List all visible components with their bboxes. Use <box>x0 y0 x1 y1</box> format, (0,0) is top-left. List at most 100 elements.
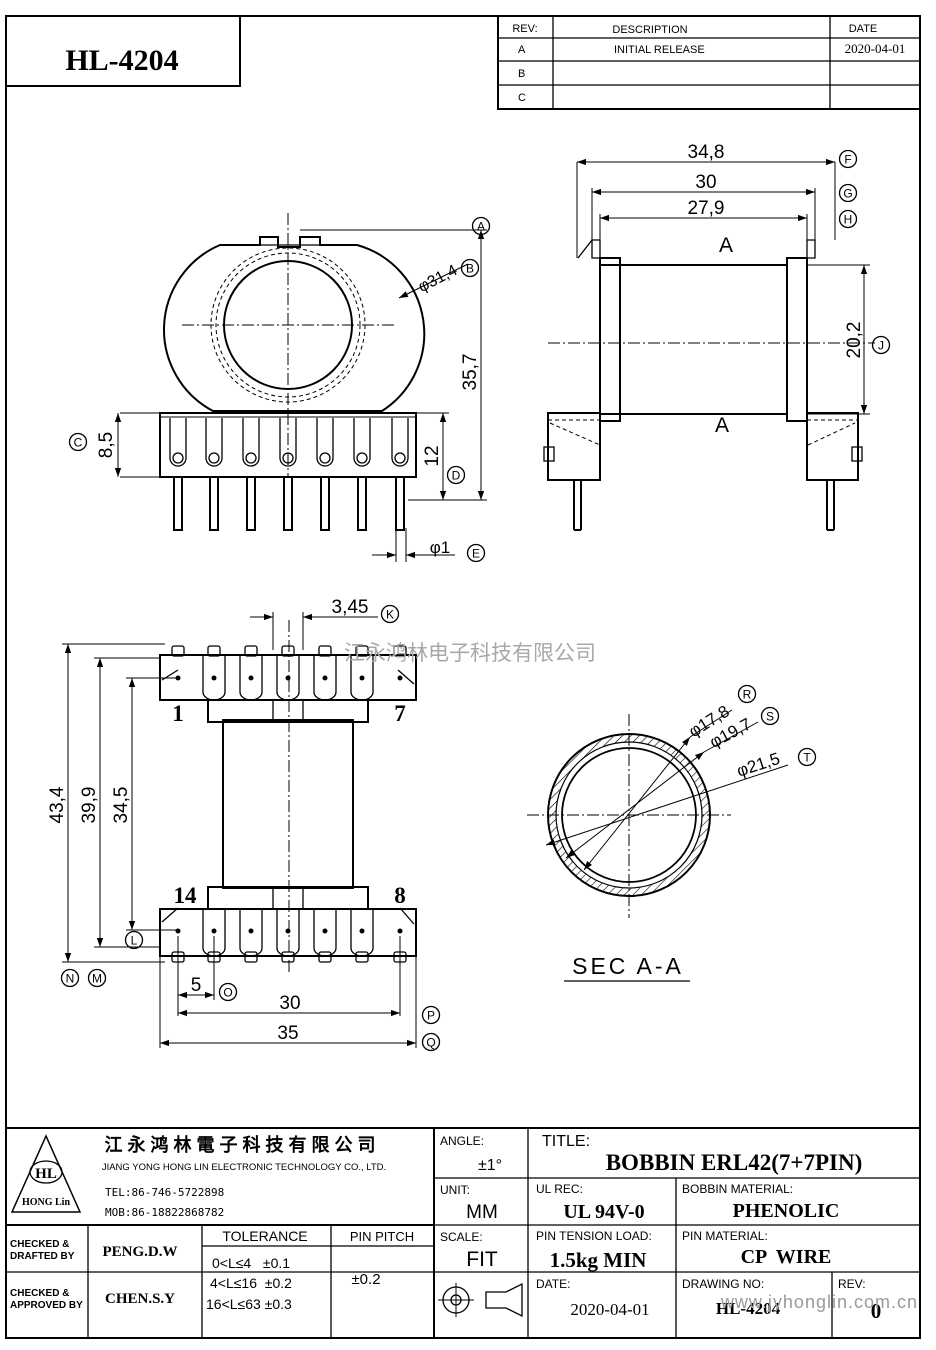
callout-letter: H <box>844 213 853 227</box>
callout-b: B <box>460 258 480 278</box>
callout-letter: D <box>452 469 461 483</box>
callout-k: K <box>380 604 400 624</box>
dim-bottom-overall: 43,4 <box>47 786 68 823</box>
callout-letter: S <box>766 710 774 724</box>
company-watermark: 江永鸿林电子科技有限公司 <box>344 642 596 665</box>
bobbin-material-value: PHENOLIC <box>733 1200 840 1222</box>
callout-letter: A <box>477 220 485 234</box>
callout-p: P <box>421 1005 441 1025</box>
callout-letter: B <box>466 262 474 276</box>
callout-f: F <box>838 149 858 169</box>
rev-row-a-description: INITIAL RELEASE <box>614 44 705 56</box>
front-pin <box>316 418 334 531</box>
tolerance-label: TOLERANCE <box>222 1228 307 1244</box>
bottom-pin <box>393 645 407 681</box>
pin-number-1: 1 <box>172 701 184 726</box>
pin-material-value: CP WIRE <box>741 1246 832 1268</box>
company-logo: HL HONG Lin <box>10 1134 82 1213</box>
checked-approved-label: CHECKED &APPROVED BY <box>10 1288 83 1311</box>
ul-value: UL 94V-0 <box>563 1201 644 1223</box>
rev-label: REV: <box>838 1277 866 1291</box>
dim-front-diameter: φ31,4 <box>416 262 461 296</box>
callout-letter: E <box>472 547 480 561</box>
checked-drafted-label: CHECKED &DRAFTED BY <box>10 1239 75 1262</box>
callout-l: L <box>124 930 144 950</box>
revision-table: REV: DESCRIPTION DATE A INITIAL RELEASE … <box>497 15 921 110</box>
callout-letter: C <box>74 436 83 450</box>
rev-row-a: A <box>518 44 526 56</box>
dim-pin-diameter: φ1 <box>430 538 450 557</box>
bobbin-material-label: BOBBIN MATERIAL: <box>682 1182 793 1196</box>
scale-label: SCALE: <box>440 1230 483 1244</box>
company-tel: TEL:86-746-5722898 <box>105 1186 224 1199</box>
section-label: SEC A-A <box>572 953 684 979</box>
section-mark-bottom: A <box>715 414 729 437</box>
callout-letter: G <box>843 187 852 201</box>
dim-pin-width: 3,45 <box>332 597 369 618</box>
pin-number-7: 7 <box>394 701 406 726</box>
drawing-title: BOBBIN ERL42(7+7PIN) <box>606 1150 863 1175</box>
callout-j: J <box>871 335 891 355</box>
callout-h: H <box>838 209 858 229</box>
dim-section-d3: φ21,5 <box>734 749 782 781</box>
callout-r: R <box>737 684 757 704</box>
site-watermark: www.jyhonglin.com.cn <box>720 1292 918 1312</box>
callout-letter: K <box>386 608 394 622</box>
callout-a: A <box>471 216 491 236</box>
callout-letter: P <box>427 1009 435 1023</box>
pin-tension-value: 1.5kg MIN <box>550 1248 647 1272</box>
rev-header: REV: <box>512 23 537 35</box>
callout-letter: R <box>743 688 752 702</box>
tolerance-row-2: 4<L≤16 ±0.2 <box>210 1275 292 1291</box>
front-view-pins <box>169 418 409 531</box>
bottom-pin <box>276 909 300 963</box>
front-pin <box>205 418 223 531</box>
dim-bottom-width: 35 <box>277 1023 298 1044</box>
dim-side-overall: 34,8 <box>688 142 725 163</box>
dim-side-flange: 30 <box>695 172 716 193</box>
callout-letter: J <box>878 339 884 353</box>
front-pin <box>169 418 187 531</box>
callout-letter: O <box>223 986 232 1000</box>
dim-side-winding: 27,9 <box>688 198 725 219</box>
front-view: 35,7 12 8,5 φ31,4 φ1 <box>96 213 487 562</box>
section-mark-top: A <box>719 234 733 257</box>
callout-letter: L <box>131 934 138 948</box>
drafted-by-name: PENG.D.W <box>103 1244 178 1260</box>
rev-row-c: C <box>518 92 526 104</box>
drawing-no-label: DRAWING NO: <box>682 1277 764 1291</box>
tolerance-row-3: 16<L≤63 ±0.3 <box>206 1296 292 1312</box>
company-name-cn: 江 永 鸿 林 電 子 科 技 有 限 公 司 <box>104 1134 375 1155</box>
bottom-pin <box>350 909 374 963</box>
callout-g: G <box>838 183 858 203</box>
date-value: 2020-04-01 <box>570 1300 649 1319</box>
tolerance-row-1: 0<L≤4 ±0.1 <box>212 1255 290 1271</box>
logo-name: HONG Lin <box>22 1197 71 1208</box>
callout-c: C <box>68 432 88 452</box>
dim-core-height: 20,2 <box>844 322 865 359</box>
side-view: 34,8 30 27,9 20,2 A A <box>543 142 875 531</box>
section-view: φ17,8 φ19,7 φ21,5 SEC A-A <box>527 702 789 982</box>
callout-o: O <box>218 982 238 1002</box>
dim-pitch: 5 <box>191 975 202 996</box>
description-header: DESCRIPTION <box>612 24 687 36</box>
unit-value: MM <box>466 1202 498 1223</box>
pin-material-label: PIN MATERIAL: <box>682 1229 768 1243</box>
approved-by-name: CHEN.S.Y <box>105 1291 175 1307</box>
callout-letter: F <box>844 153 851 167</box>
bottom-view: 1 7 14 8 3,45 43,4 39,9 34,5 5 30 35 <box>47 597 417 1048</box>
angle-value: ±1° <box>478 1157 502 1174</box>
rev-value: 0 <box>871 1299 882 1323</box>
part-number: HL-4204 <box>65 44 178 77</box>
callout-d: D <box>446 465 466 485</box>
callout-m: M <box>87 968 107 988</box>
company-name-en: JIANG YONG HONG LIN ELECTRONIC TECHNOLOG… <box>102 1162 386 1173</box>
dim-front-height: 35,7 <box>460 354 481 391</box>
date-header: DATE <box>849 23 878 35</box>
unit-label: UNIT: <box>440 1183 470 1197</box>
pin-pitch-value: ±0.2 <box>351 1271 380 1288</box>
callout-letter: N <box>66 972 75 986</box>
dim-bottom-mid: 39,9 <box>79 787 100 824</box>
